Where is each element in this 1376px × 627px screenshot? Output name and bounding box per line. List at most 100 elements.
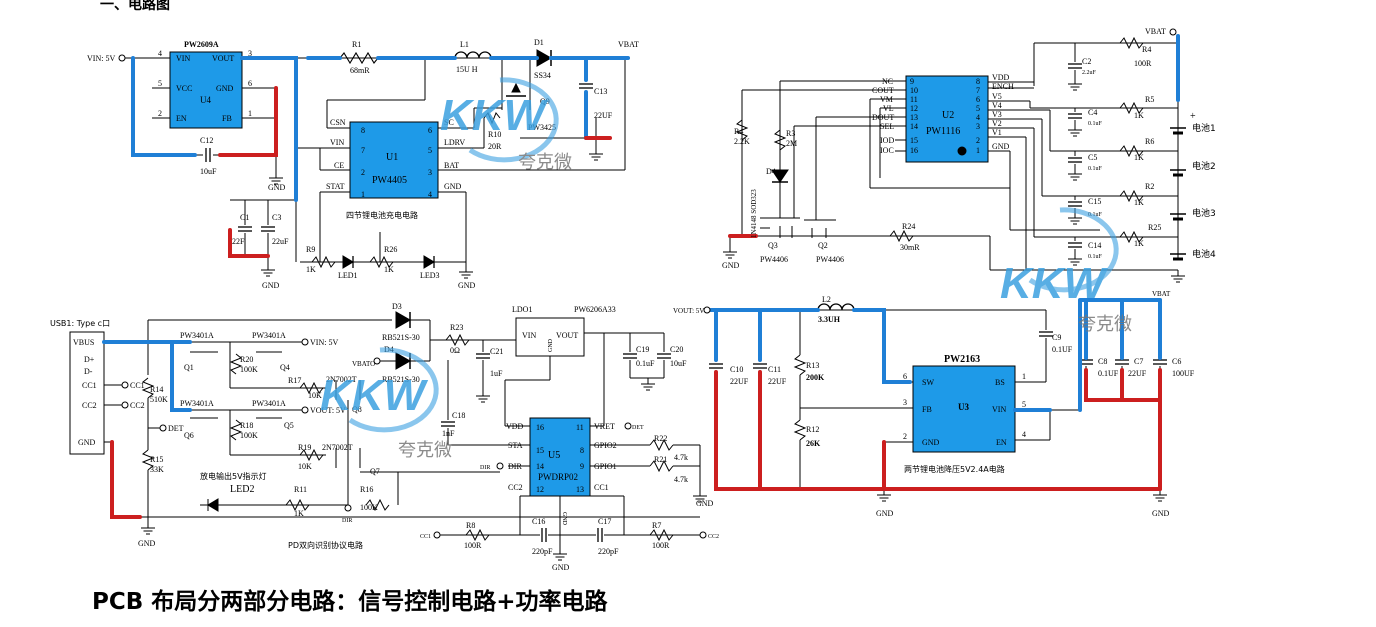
svg-text:510K: 510K [150, 395, 168, 404]
svg-text:R17: R17 [288, 376, 301, 385]
svg-text:FB: FB [222, 114, 232, 123]
svg-text:V5: V5 [992, 92, 1002, 101]
svg-text:0.1UF: 0.1UF [1098, 369, 1119, 378]
svg-text:2: 2 [158, 109, 162, 118]
svg-text:COUT: COUT [872, 86, 894, 95]
buck-title: 两节锂电池降压5V2.4A电路 [904, 464, 1005, 474]
svg-text:PW3401A: PW3401A [252, 331, 286, 340]
svg-text:68mR: 68mR [350, 66, 370, 75]
svg-text:DIR: DIR [342, 518, 352, 524]
svg-text:Q4: Q4 [280, 363, 290, 372]
watermark-logo: KKW [440, 91, 549, 140]
svg-text:夸克微: 夸克微 [1078, 314, 1132, 335]
svg-text:4.7k: 4.7k [674, 453, 688, 462]
circuit-buck [708, 299, 1168, 502]
svg-text:L2: L2 [822, 295, 831, 304]
svg-text:CC2: CC2 [82, 401, 97, 410]
svg-text:GND: GND [444, 182, 462, 191]
svg-text:1uF: 1uF [490, 369, 503, 378]
svg-text:VOUT: 5V: VOUT: 5V [310, 406, 346, 415]
svg-text:0.1uF: 0.1uF [636, 359, 655, 368]
svg-text:33K: 33K [150, 465, 164, 474]
svg-text:VRET: VRET [594, 422, 615, 431]
svg-text:GND: GND [216, 84, 234, 93]
svg-text:4: 4 [976, 113, 980, 122]
svg-text:CC1: CC1 [594, 483, 609, 492]
svg-text:C15: C15 [1088, 197, 1101, 206]
svg-text:PW3425: PW3425 [528, 123, 556, 132]
svg-text:R15: R15 [150, 455, 163, 464]
watermark-group: KKW 夸克微 KKW 夸克微 KKW 夸克微 [320, 77, 1132, 461]
svg-text:26K: 26K [806, 439, 821, 448]
svg-text:C18: C18 [452, 411, 465, 420]
svg-text:2.2K: 2.2K [734, 137, 750, 146]
circuit-buck-labels: VOUT: 5V L23.3UH PW2163 U3 SW FB GND 6 3… [673, 290, 1195, 518]
svg-text:14: 14 [536, 462, 544, 471]
svg-text:EN: EN [176, 114, 187, 123]
svg-text:200K: 200K [806, 373, 825, 382]
svg-text:PW3401A: PW3401A [180, 331, 214, 340]
svg-text:VOUT: 5V: VOUT: 5V [673, 307, 704, 315]
svg-text:10K: 10K [298, 462, 312, 471]
svg-text:22UF: 22UF [594, 111, 613, 120]
svg-text:V4: V4 [992, 101, 1002, 110]
svg-text:VBAT: VBAT [618, 40, 639, 49]
svg-text:5: 5 [1022, 400, 1026, 409]
svg-text:100R: 100R [1134, 59, 1152, 68]
svg-text:100R: 100R [464, 541, 482, 550]
svg-text:15: 15 [536, 446, 544, 455]
svg-text:2.2uF: 2.2uF [1082, 70, 1097, 76]
svg-text:3.3UH: 3.3UH [818, 315, 841, 324]
svg-text:8: 8 [580, 446, 584, 455]
svg-text:C19: C19 [636, 345, 649, 354]
svg-text:16: 16 [536, 423, 544, 432]
svg-text:VBUS: VBUS [73, 338, 94, 347]
svg-text:R22: R22 [654, 434, 667, 443]
svg-text:SS34: SS34 [534, 71, 551, 80]
circuit-charger-buses [131, 56, 630, 258]
svg-text:LED1: LED1 [338, 271, 358, 280]
svg-text:VIN: VIN [992, 405, 1006, 414]
circuit-protection-buses [728, 34, 1180, 238]
svg-text:KKW: KKW [320, 371, 429, 420]
svg-text:R4: R4 [1142, 45, 1151, 54]
svg-text:R6: R6 [1145, 137, 1154, 146]
svg-text:R21: R21 [654, 455, 667, 464]
svg-text:12: 12 [910, 104, 918, 113]
svg-text:DET: DET [168, 424, 184, 433]
svg-text:4: 4 [1022, 430, 1026, 439]
svg-text:夸克微: 夸克微 [398, 440, 452, 461]
svg-text:1: 1 [976, 146, 980, 155]
svg-text:EN: EN [996, 438, 1007, 447]
svg-text:VDD: VDD [992, 73, 1010, 82]
svg-text:PW6206A33: PW6206A33 [574, 305, 616, 314]
svg-text:GND: GND [138, 539, 156, 548]
svg-text:11: 11 [910, 95, 918, 104]
svg-text:GND: GND [268, 183, 286, 192]
svg-text:14: 14 [910, 122, 918, 131]
svg-text:0.1UF: 0.1UF [1052, 345, 1073, 354]
svg-text:PW4406: PW4406 [760, 255, 788, 264]
svg-text:5: 5 [158, 79, 162, 88]
svg-text:C16: C16 [532, 517, 545, 526]
svg-text:6: 6 [903, 372, 907, 381]
svg-text:D-: D- [84, 367, 93, 376]
svg-text:GPIO2: GPIO2 [594, 441, 617, 450]
svg-text:22F: 22F [232, 237, 245, 246]
svg-text:C2: C2 [1082, 57, 1091, 66]
svg-text:电池3: 电池3 [1192, 207, 1216, 219]
charger-title: 四节锂电池充电电路 [346, 210, 418, 220]
svg-text:100R: 100R [652, 541, 670, 550]
svg-text:IOC: IOC [880, 146, 894, 155]
svg-text:CC1: CC1 [82, 381, 97, 390]
svg-text:V3: V3 [992, 110, 1002, 119]
svg-text:2: 2 [903, 432, 907, 441]
svg-text:13: 13 [576, 485, 584, 494]
svg-text:DIR: DIR [480, 465, 490, 471]
svg-text:GND: GND [876, 509, 894, 518]
svg-text:C12: C12 [200, 136, 213, 145]
svg-text:BS: BS [995, 378, 1005, 387]
svg-text:1K: 1K [306, 265, 316, 274]
svg-text:GND: GND [922, 438, 940, 447]
